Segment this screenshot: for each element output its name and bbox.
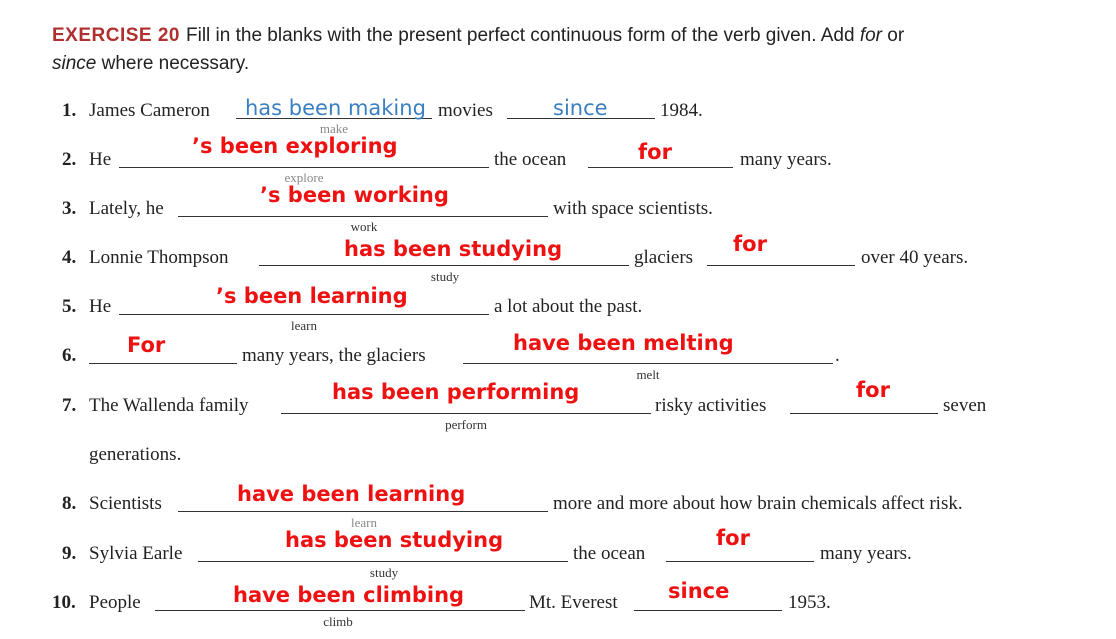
answer-text: have been melting — [513, 331, 734, 355]
answer-handwritten: has been making — [245, 96, 426, 120]
answer-text: has been studying — [344, 237, 563, 261]
verb-hint: climb — [323, 614, 353, 629]
answer-blank[interactable] — [707, 265, 855, 266]
answer-text: has been studying — [285, 528, 504, 552]
item-number: 2. — [62, 149, 77, 170]
answer-blank[interactable] — [119, 167, 489, 168]
item-number: 6. — [62, 345, 77, 366]
item-text: He — [89, 296, 112, 317]
exercise-label: EXERCISE 20 — [52, 25, 180, 46]
verb-hint: make — [319, 121, 349, 136]
item-text: the ocean — [494, 149, 567, 170]
item-text: risky activities — [655, 395, 767, 416]
instruction-since-word: since — [52, 53, 97, 74]
verb-hint: study — [430, 269, 460, 284]
item-text: a lot about the past. — [494, 296, 643, 317]
answer-blank[interactable] — [507, 118, 655, 119]
item-text: many years, the glaciers — [242, 345, 426, 366]
answer-blank[interactable] — [178, 511, 548, 512]
item-number: 9. — [62, 543, 77, 564]
item-text: more and more about how brain chemicals … — [553, 493, 963, 514]
verb-hint: study — [369, 565, 399, 580]
answer-blank[interactable] — [198, 561, 568, 562]
item-text: over 40 years. — [861, 247, 969, 268]
item-text: seven — [943, 395, 987, 416]
item-text: He — [89, 149, 112, 170]
answer-text: have been climbing — [233, 583, 465, 607]
item-text: generations. — [89, 444, 182, 465]
answer-blank[interactable] — [89, 363, 237, 364]
verb-hint: explore — [284, 170, 324, 185]
item-text: glaciers — [634, 247, 694, 268]
answer-text: for — [638, 140, 672, 164]
answer-text: For — [127, 333, 166, 357]
item-text: movies — [438, 100, 493, 121]
answer-text: for — [856, 378, 890, 402]
item-number: 4. — [62, 247, 77, 268]
answer-blank[interactable] — [178, 216, 548, 217]
instruction-for-word: for — [859, 25, 883, 46]
item-text: . — [835, 345, 840, 366]
instruction-text-1: Fill in the blanks with the present perf… — [186, 25, 860, 46]
item-text: 1953. — [788, 592, 831, 613]
answer-blank[interactable] — [463, 363, 833, 364]
item-text: Lonnie Thompson — [89, 247, 229, 268]
item-text: The Wallenda family — [89, 395, 249, 416]
item-text: many years. — [740, 149, 832, 170]
exercise-header: EXERCISE 20 Fill in the blanks with the p… — [52, 22, 1052, 78]
answer-blank[interactable] — [666, 561, 814, 562]
item-number: 3. — [62, 198, 77, 219]
answer-text: for — [716, 526, 750, 550]
verb-hint: learn — [351, 515, 377, 530]
item-text: Lately, he — [89, 198, 164, 219]
answer-text: have been learning — [237, 482, 466, 506]
item-text: Mt. Everest — [529, 592, 618, 613]
item-text: People — [89, 592, 141, 613]
item-text: James Cameron — [89, 100, 210, 121]
instruction-text-2: or — [882, 25, 905, 46]
answer-blank[interactable] — [259, 265, 629, 266]
answer-blank[interactable] — [281, 413, 651, 414]
item-text: Scientists — [89, 493, 162, 514]
item-number: 10. — [52, 592, 76, 613]
item-number: 1. — [62, 100, 77, 121]
answer-blank[interactable] — [236, 118, 432, 119]
item-text: Sylvia Earle — [89, 543, 183, 564]
instruction-text-3: where necessary. — [96, 53, 250, 74]
answer-text: for — [733, 232, 767, 256]
answer-handwritten: since — [553, 96, 608, 120]
item-text: the ocean — [573, 543, 646, 564]
answer-blank[interactable] — [588, 167, 733, 168]
answer-blank[interactable] — [155, 610, 525, 611]
verb-hint: work — [350, 219, 378, 234]
answer-text: has been performing — [332, 380, 580, 404]
answer-text: ’s been learning — [216, 284, 408, 308]
answer-text: since — [668, 579, 730, 603]
answer-blank[interactable] — [119, 314, 489, 315]
answer-blank[interactable] — [634, 610, 782, 611]
answer-text: ’s been working — [260, 183, 449, 207]
item-number: 8. — [62, 493, 77, 514]
item-text: many years. — [820, 543, 912, 564]
verb-hint: perform — [445, 417, 487, 432]
verb-hint: learn — [291, 318, 317, 333]
item-number: 5. — [62, 296, 77, 317]
item-text: with space scientists. — [553, 198, 713, 219]
answer-blank[interactable] — [790, 413, 938, 414]
verb-hint: melt — [636, 367, 660, 382]
answer-text: ’s been exploring — [192, 134, 398, 158]
item-text: 1984. — [660, 100, 703, 121]
item-number: 7. — [62, 395, 77, 416]
